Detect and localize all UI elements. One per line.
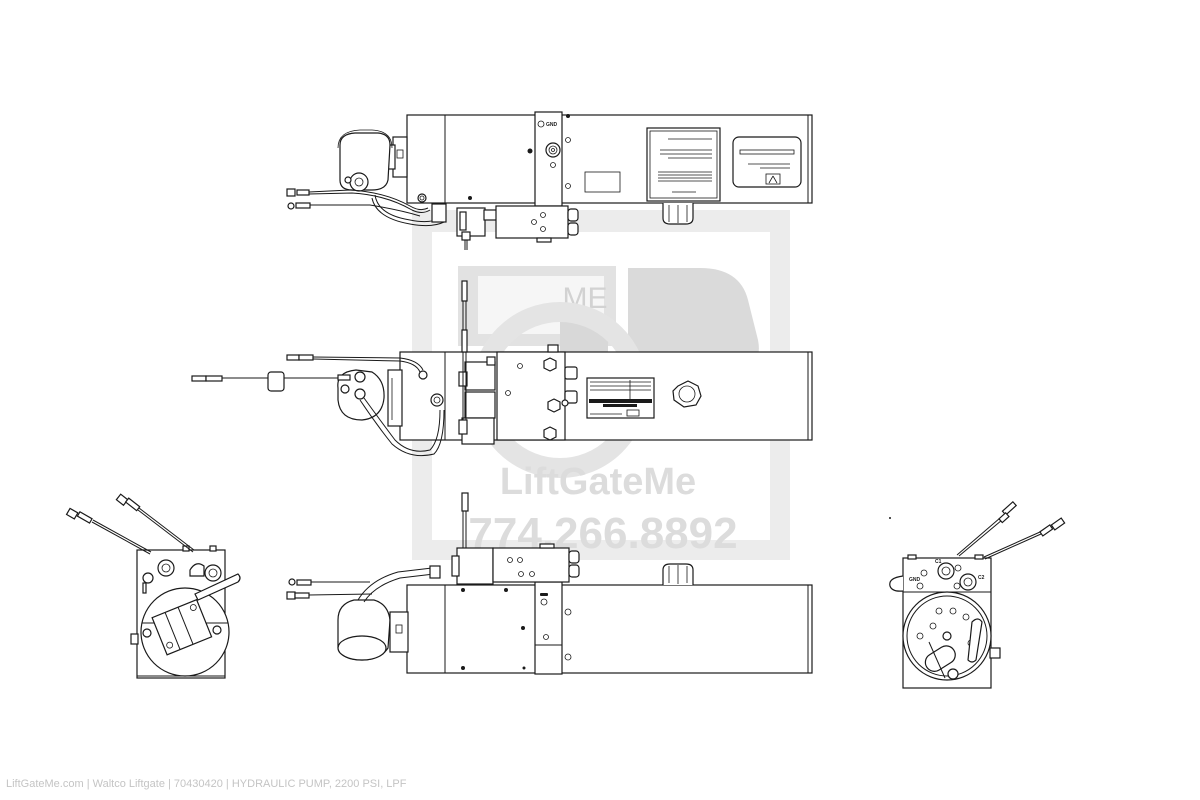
tank-body <box>406 584 813 674</box>
motor <box>337 369 445 457</box>
important-decal <box>646 127 721 202</box>
cables <box>286 578 373 600</box>
c2-label: C2 <box>978 575 985 581</box>
decal-text-lines <box>658 138 712 193</box>
motor <box>337 565 441 661</box>
footer-caption: LiftGateMe.com | Waltco Liftgate | 70430… <box>6 778 407 790</box>
motor <box>337 129 408 192</box>
spec-label <box>586 377 655 419</box>
rear-view <box>286 492 813 675</box>
front-view <box>191 280 813 457</box>
motor-end-view <box>65 493 241 679</box>
valve-end-view: C1 C2 GND <box>889 500 1066 689</box>
watermark-name: LiftGateMe <box>500 461 696 503</box>
data-plate <box>732 136 802 188</box>
top-view: GND <box>286 111 813 250</box>
gnd-label-end: GND <box>909 577 921 583</box>
pump-tag <box>584 171 621 193</box>
mounting-bracket <box>534 111 563 207</box>
gnd-label: GND <box>546 122 558 128</box>
filler-cap <box>672 380 702 408</box>
cables <box>286 188 447 227</box>
valve-block <box>456 205 579 250</box>
c1-label: C1 <box>935 559 942 565</box>
cables <box>191 354 424 392</box>
fuse-holder <box>267 371 285 392</box>
